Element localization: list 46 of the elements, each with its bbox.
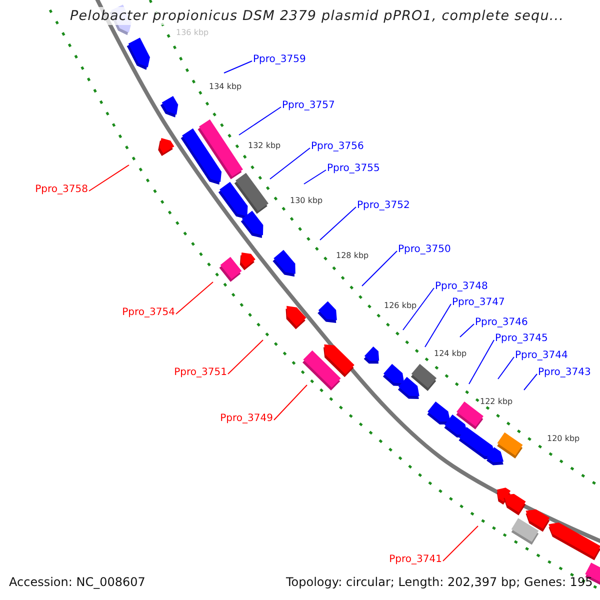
title: Pelobacter propionicus DSM 2379 plasmid pPRO1, complete sequ...: [70, 7, 564, 25]
gene-label: Ppro_3744: [515, 350, 568, 362]
gene-label: Ppro_3755: [327, 163, 380, 175]
tick-label: 136 kbp: [176, 28, 209, 38]
tick-label: 132 kbp: [248, 141, 281, 151]
gene-label: Ppro_3754: [122, 307, 175, 319]
leader-line: [224, 60, 252, 74]
gene-label: Ppro_3741: [389, 554, 442, 566]
leader-line: [424, 304, 452, 348]
gene-label: Ppro_3758: [35, 184, 88, 196]
tick-label: 126 kbp: [384, 301, 417, 311]
gene-label: Ppro_3759: [253, 54, 306, 66]
gene-label: Ppro_3746: [475, 317, 528, 329]
leader-line: [176, 282, 214, 314]
leader-line: [320, 206, 356, 240]
tick-label: 120 kbp: [547, 434, 580, 444]
leader-line: [362, 250, 398, 286]
tick-label: 122 kbp: [480, 397, 513, 407]
gene-label: Ppro_3745: [495, 333, 548, 345]
leader-line: [498, 356, 514, 380]
leader-line: [460, 324, 474, 338]
gene-label: Ppro_3757: [282, 100, 335, 112]
gene-label: Ppro_3743: [538, 367, 591, 379]
leader-line: [274, 384, 308, 420]
gene-label: Ppro_3751: [174, 367, 227, 379]
gene-label: Ppro_3748: [435, 281, 488, 293]
footer-text: Topology: circular; Length: 202,397 bp; Genes: 195: [286, 575, 593, 589]
leader-line: [238, 106, 282, 136]
leader-line: [442, 526, 478, 562]
footer-text: Accession: NC_008607: [9, 575, 146, 589]
leader-line: [228, 340, 264, 374]
tick-label: 134 kbp: [209, 82, 242, 92]
tick-label: 128 kbp: [336, 251, 369, 261]
gene-label: Ppro_3756: [311, 141, 364, 153]
leader-line: [304, 170, 326, 184]
gene-label: Ppro_3747: [452, 297, 505, 309]
leader-line: [88, 164, 130, 192]
tick-label: 130 kbp: [290, 196, 323, 206]
gene-label: Ppro_3752: [357, 200, 410, 212]
leader-line: [270, 148, 310, 180]
leader-line: [524, 374, 538, 390]
leader-line: [402, 288, 434, 330]
tick-label: 124 kbp: [434, 349, 467, 359]
gene-label: Ppro_3749: [220, 413, 273, 425]
leader-line: [468, 340, 494, 384]
gene-label: Ppro_3750: [398, 244, 451, 256]
